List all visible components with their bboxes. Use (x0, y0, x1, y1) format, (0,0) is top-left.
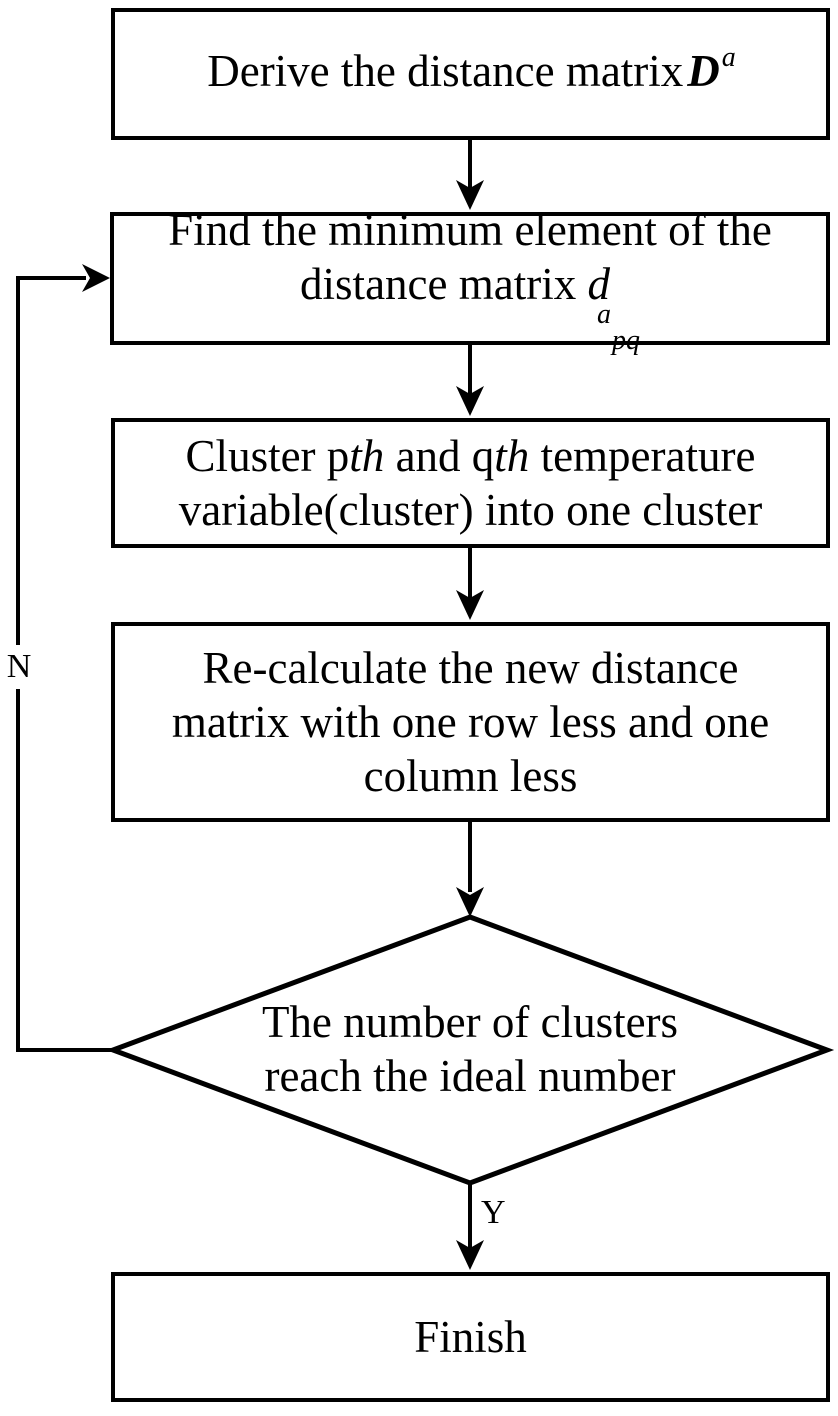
arrow-find-to-cluster (456, 345, 484, 416)
arrow-derive-to-find (456, 140, 484, 210)
element-subscript: pq (611, 325, 640, 356)
node-text-line1: Re-calculate the new distance (202, 643, 739, 693)
node-finish: Finish (111, 1272, 830, 1402)
node-text-line3: column less (363, 751, 578, 801)
node-find-minimum-element: Find the minimum element of the distance… (110, 205, 830, 355)
decision-text-line2: reach the ideal number (264, 1051, 676, 1101)
node-text-line2: variable(cluster) into one cluster (178, 485, 763, 535)
matrix-symbol: D (687, 45, 720, 96)
element-superscript: a (596, 299, 611, 330)
node-text-line1: Find the minimum element of the (168, 205, 772, 255)
node-text-line2: matrix with one row less and one (171, 697, 770, 747)
node-recalculate-matrix: Re-calculate the new distance matrix wit… (111, 622, 830, 822)
node-text-prefix: Derive the distance matrix (207, 45, 684, 96)
node-derive-distance-matrix: Derive the distance matrixDa (111, 8, 830, 140)
label-no-branch: N (0, 645, 38, 689)
node-cluster-variables: Cluster pth and qth temperature variable… (111, 418, 830, 548)
node-decision-cluster-count: The number of clusters reach the ideal n… (190, 995, 750, 1103)
label-yes-branch: Y (481, 1194, 506, 1231)
node-text: Derive the distance matrixDa (207, 41, 736, 105)
node-text-prefix: distance matrix (300, 259, 588, 309)
node-text: Finish (414, 1312, 527, 1362)
node-text-line1: Cluster pth and qth temperature (185, 431, 756, 481)
element-symbol: d (587, 259, 610, 309)
arrow-cluster-to-recalc (456, 548, 484, 620)
arrow-recalc-to-decision (456, 822, 484, 917)
decision-text-line1: The number of clusters (261, 997, 679, 1047)
matrix-superscript: a (721, 41, 736, 73)
arrow-decision-to-finish (456, 1183, 484, 1270)
